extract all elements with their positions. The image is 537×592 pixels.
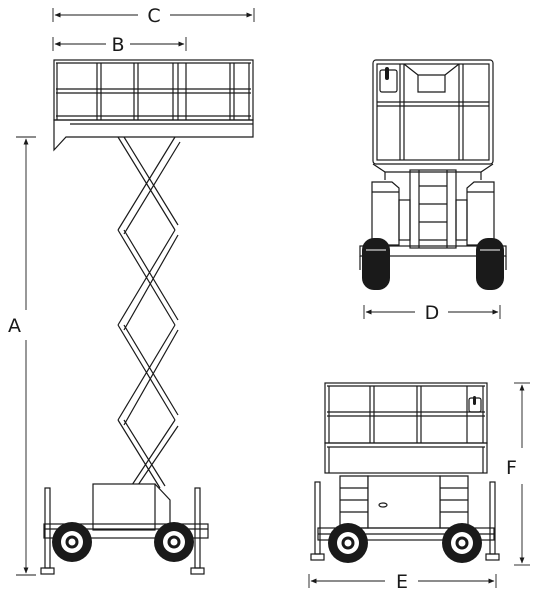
front-wheel-right [476, 238, 504, 290]
chassis [40, 483, 209, 575]
platform-deck [53, 119, 254, 152]
dimension-label-d: D [425, 302, 440, 324]
front-view-lift [359, 59, 507, 290]
dimension-label-e: E [396, 571, 408, 592]
stowed-view-lift [310, 382, 500, 563]
stowed-wheel-left [328, 523, 368, 563]
front-chassis [359, 181, 507, 270]
stowed-wheel-right [442, 523, 482, 563]
dimension-label-f: F [506, 457, 517, 479]
dimension-label-b: B [111, 34, 124, 56]
platform-railing [53, 59, 254, 121]
stowed-chassis [310, 475, 500, 561]
dimension-label-a: A [8, 315, 21, 337]
stowed-deck [324, 442, 488, 474]
dimension-c: C [52, 5, 255, 27]
scissor-arms [117, 136, 181, 489]
dimension-f: F [506, 382, 530, 566]
side-wheel-left [52, 522, 92, 562]
front-deck [372, 163, 494, 180]
stowed-platform-railing [324, 382, 488, 444]
dimension-b: B [52, 34, 187, 56]
side-wheel-right [154, 522, 194, 562]
dimension-label-c: C [147, 5, 160, 27]
front-platform-railing [372, 59, 494, 165]
front-wheel-left [362, 238, 390, 290]
front-scissor-stack [409, 169, 457, 249]
dimension-e: E [308, 571, 497, 592]
side-view-lift [40, 59, 254, 575]
dimension-d: D [363, 302, 501, 324]
dimension-a: A [8, 136, 36, 576]
